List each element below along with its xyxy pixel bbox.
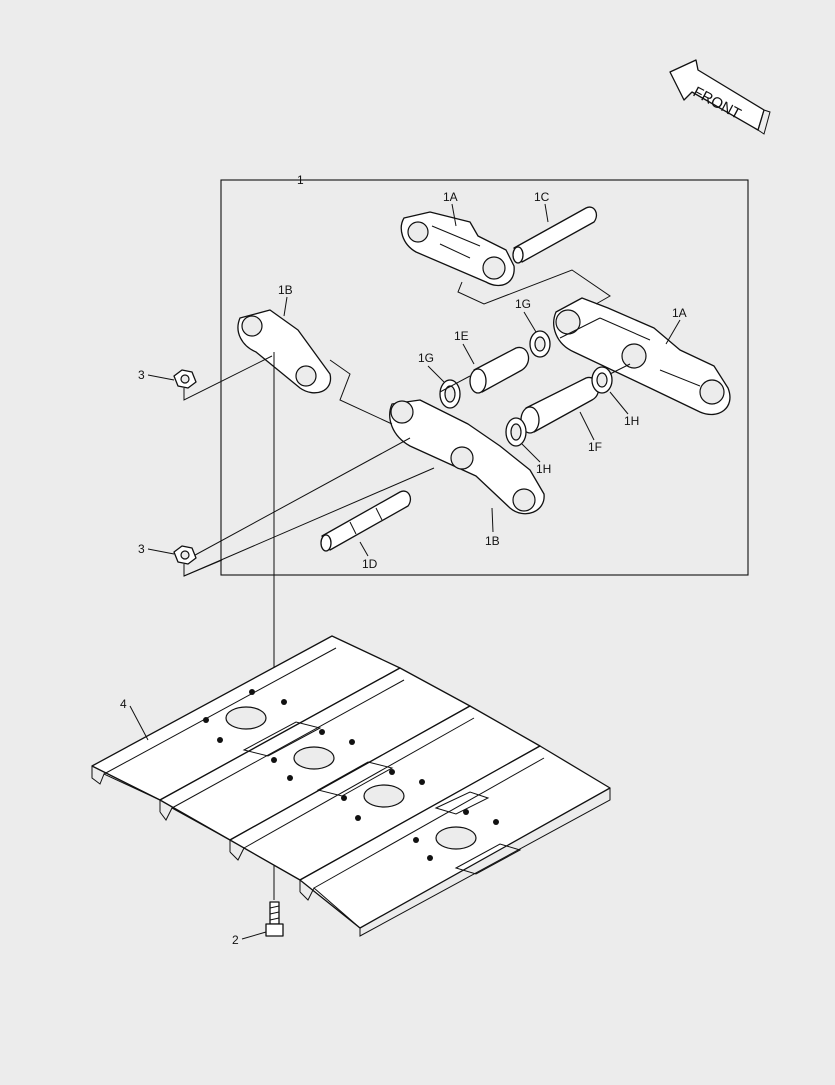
track-pin-1d [320,490,412,552]
callout-3-upper: 3 [138,368,145,382]
track-link-1a-top [400,211,515,287]
assembly-frame [220,179,749,576]
bushing-1f [520,376,600,434]
seal-1h-left [505,417,527,447]
callout-1f: 1F [588,440,602,454]
callout-3-lower: 3 [138,542,145,556]
track-link-1b-bottom [389,399,545,515]
callout-1d: 1D [362,557,378,571]
callout-1a-top: 1A [443,190,458,204]
track-link-1b-left [237,309,332,394]
seal-1h-right [591,366,613,394]
callout-1g-left: 1G [418,351,434,365]
callout-1c: 1C [534,190,550,204]
callout-1h-right: 1H [624,414,639,428]
callout-1g-right: 1G [515,297,531,311]
callout-1b-bottom: 1B [485,534,500,548]
callout-1h-left: 1H [536,462,551,476]
seal-1g-right [529,330,551,358]
callout-2: 2 [232,933,239,947]
assembly-guide-lines [183,269,631,577]
shoe-bolt-2 [265,901,284,937]
callout-4: 4 [120,697,127,711]
callout-1b-left: 1B [278,283,293,297]
bushing-1e [469,346,530,394]
track-pin-1c [512,206,598,264]
track-shoe-plates [91,635,611,937]
track-link-1a-right [553,297,731,416]
callout-assembly: 1 [297,173,304,187]
callout-1e: 1E [454,329,469,343]
seal-1g-left [439,379,461,409]
nut-3-upper [173,369,197,389]
nut-3-lower [173,545,197,565]
callout-1a-right: 1A [672,306,687,320]
front-arrow-icon: FRONT [669,59,771,135]
